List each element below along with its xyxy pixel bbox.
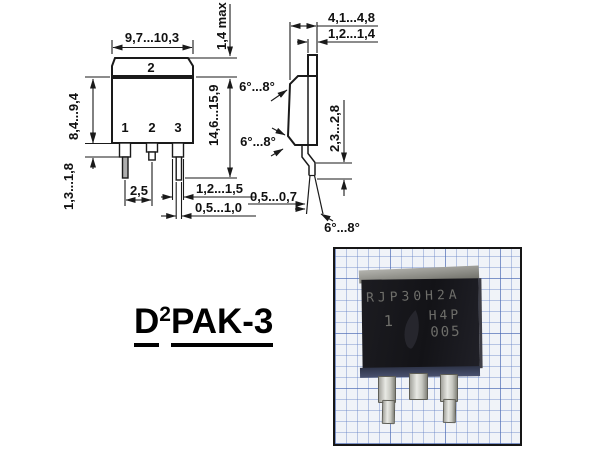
chip-pin-3-shoulder [440, 374, 458, 402]
front-tab-pin-number: 2 [147, 60, 154, 75]
dim-label-tab-thickness: 1,2...1,4 [328, 26, 376, 41]
dim-label-lead-width: 1,2...1,5 [196, 181, 243, 196]
chip-pin-2-stub [409, 373, 428, 400]
side-lead [301, 145, 324, 215]
front-body-outline [111, 75, 194, 144]
dim-label-body-thickness: 4,1...4,8 [328, 10, 375, 25]
dim-label-lead-offset: 2,3...2,8 [327, 105, 342, 152]
angle-label-bottom: 6°...8° [240, 134, 276, 149]
front-pins [118, 142, 185, 181]
chip-markings: RJP30H2A 1 H4P 005 [360, 277, 480, 371]
dim-label-pin-pitch: 2,5 [130, 183, 148, 198]
component-photo: RJP30H2A 1 H4P 005 [333, 247, 522, 446]
package-name-superscript: 2 [159, 303, 171, 326]
chip-part-number: RJP30H2A [365, 287, 461, 306]
pin-label-2: 2 [148, 120, 155, 135]
dim-label-lead-tip-width: 0,5...1,0 [195, 200, 242, 215]
dim-lead-widths [161, 159, 256, 219]
chip-body: RJP30H2A 1 H4P 005 [360, 277, 483, 371]
dim-label-tab-height: 1,4 max [214, 2, 229, 50]
front-view-drawing [85, 4, 256, 219]
package-name-suffix: PAK-3 [170, 302, 274, 347]
dim-heights-left [85, 76, 120, 169]
dim-label-tab-width: 9,7...10,3 [125, 30, 179, 45]
side-view-drawing [248, 22, 378, 222]
side-body-outline [286, 75, 318, 146]
chip-pin1-mark: 1 [383, 311, 394, 331]
angle-label-lead: 6°...8° [324, 220, 360, 235]
angle-label-top: 6°...8° [239, 79, 275, 94]
dim-lead-offset [316, 100, 352, 196]
pin-label-1: 1 [121, 120, 128, 135]
dim-tab-width [111, 40, 194, 54]
manufacturer-logo-icon [404, 310, 419, 349]
package-name-prefix: D [134, 302, 160, 347]
side-tab-outline [307, 54, 318, 77]
chip-lot-code-2: 005 [430, 323, 462, 341]
package-name: D2PAK-3 [134, 302, 274, 347]
dim-label-body-height: 8,4...9,4 [66, 92, 81, 140]
dim-thickness [289, 22, 378, 80]
dim-label-lead-thickness: 0,5...0,7 [250, 189, 297, 204]
chip-pin-1-shoulder [378, 376, 396, 403]
dim-pin-pitch [124, 162, 153, 206]
dim-label-lead-shoulder: 1,3...1,8 [61, 163, 76, 210]
pin-label-3: 3 [174, 120, 181, 135]
dim-label-total-height: 14,6...15,9 [206, 85, 221, 146]
chip-lot-code-1: H4P [428, 307, 462, 324]
chip-pin-3-tip [442, 398, 457, 424]
angle-leaders [270, 89, 334, 222]
chip-pin-1-tip [381, 399, 396, 425]
dim-heights-right [185, 4, 237, 179]
